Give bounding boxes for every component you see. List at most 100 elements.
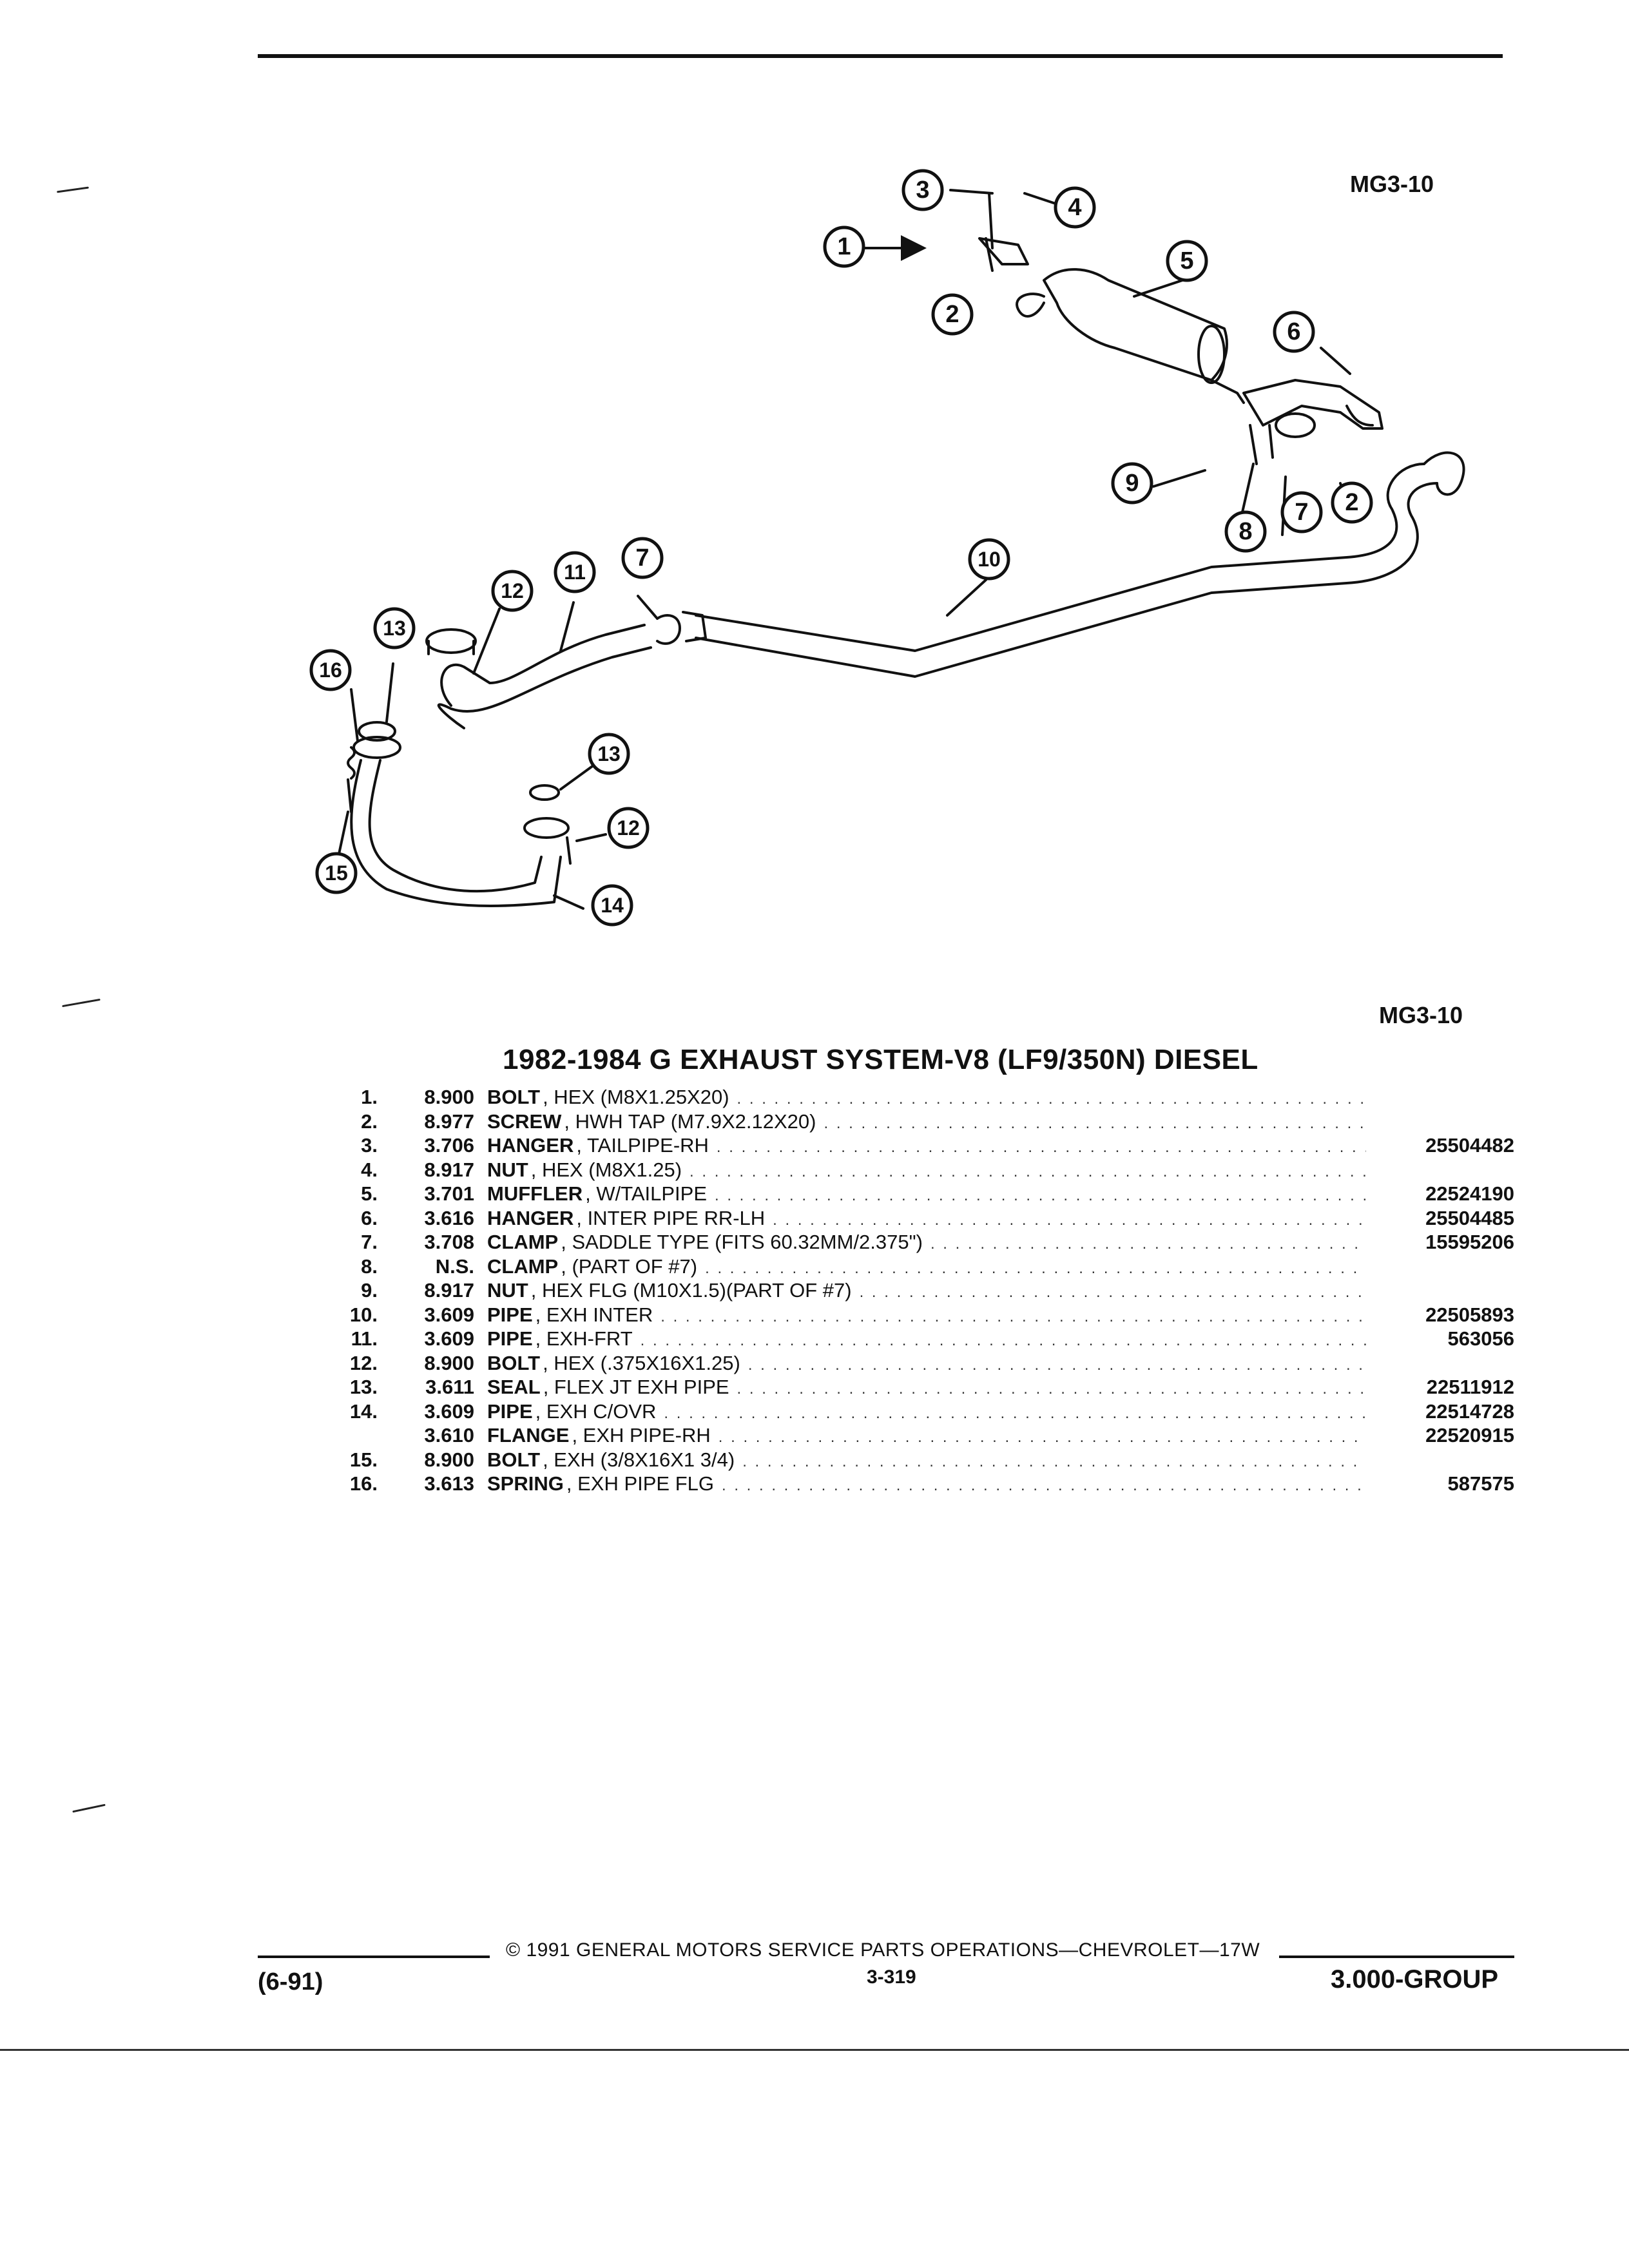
callout-7 <box>1280 491 1323 533</box>
callout-label: 16 <box>319 658 342 682</box>
part-number: 4. <box>361 1158 378 1181</box>
callout-label: 10 <box>978 548 1001 571</box>
part-catalog-number: 563056 <box>1447 1327 1514 1350</box>
part-number: 16. <box>349 1472 378 1495</box>
part-description: NUT, HEX FLG (M10X1.5)(PART OF #7). . . … <box>487 1279 1366 1302</box>
part-description: CLAMP, (PART OF #7). . . . . . . . . . .… <box>487 1255 1366 1278</box>
part-number: 3. <box>361 1134 378 1157</box>
part-group: N.S. <box>435 1254 474 1278</box>
part-description: PIPE, EXH C/OVR. . . . . . . . . . . . .… <box>487 1400 1366 1423</box>
part-group: 3.706 <box>424 1134 474 1157</box>
callout-14 <box>591 884 633 927</box>
part-description: PIPE, EXH-FRT . . . . . . . . . . . . . .… <box>487 1327 1366 1350</box>
leader-dots: . . . . . . . . . . . . . . . . . . . . … <box>737 1380 1366 1398</box>
callout-label: 11 <box>564 561 586 584</box>
leader-dots: . . . . . . . . . . . . . . . . . . . . … <box>689 1162 1366 1180</box>
part-description: BOLT, HEX (.375X16X1.25). . . . . . . . … <box>487 1352 1366 1375</box>
hanger-tailpipe <box>978 192 1029 265</box>
part-desc-detail: , SADDLE TYPE (FITS 60.32MM/2.375") <box>561 1231 923 1253</box>
part-group: 8.900 <box>424 1086 474 1108</box>
part-group: 3.609 <box>424 1327 474 1350</box>
part-name: BOLT <box>487 1351 541 1374</box>
part-name: FLANGE <box>487 1424 570 1446</box>
pipe-exh-frt-edge <box>437 646 652 729</box>
part-name: PIPE <box>487 1303 533 1326</box>
part-catalog-number: 22524190 <box>1425 1182 1514 1205</box>
part-group: 3.610 <box>424 1424 474 1446</box>
leader-dots: . . . . . . . . . . . . . . . . . . . . … <box>824 1114 1366 1132</box>
part-row: 3. 3.706 HANGER, TAILPIPE-RH. . . . . . . … <box>335 1134 1514 1158</box>
top-rule <box>258 54 1503 58</box>
part-name: SCREW <box>487 1110 562 1133</box>
callout-label: 9 <box>1125 470 1139 497</box>
leader-dots: . . . . . . . . . . . . . . . . . . . . … <box>716 1139 1366 1156</box>
leader-dots: . . . . . . . . . . . . . . . . . . . . … <box>773 1211 1366 1229</box>
part-number: 11. <box>351 1327 378 1350</box>
callout-label: 1 <box>837 233 851 260</box>
callout-label: 8 <box>1239 518 1252 545</box>
part-description: SPRING, EXH PIPE FLG. . . . . . . . . . … <box>487 1472 1366 1495</box>
part-desc-detail: , TAILPIPE-RH <box>576 1134 709 1157</box>
part-group: 8.917 <box>424 1279 474 1302</box>
part-desc-detail: , EXH-FRT <box>535 1327 633 1350</box>
leader-dots: . . . . . . . . . . . . . . . . . . . . … <box>640 1332 1366 1349</box>
part-number: 6. <box>361 1206 378 1229</box>
part-catalog-number: 25504482 <box>1425 1134 1514 1157</box>
part-desc-detail: , EXH C/OVR <box>535 1399 657 1423</box>
part-group: 3.616 <box>424 1206 474 1229</box>
part-desc-detail: , EXH PIPE FLG <box>566 1472 714 1495</box>
callout-label: 6 <box>1287 318 1300 345</box>
part-number: 9. <box>361 1279 378 1302</box>
leader-dots: . . . . . . . . . . . . . . . . . . . . … <box>705 1259 1366 1277</box>
footer-rule <box>1279 1956 1514 1958</box>
part-description: SEAL, FLEX JT EXH PIPE. . . . . . . . . … <box>487 1376 1366 1399</box>
callout-label: 3 <box>916 177 929 204</box>
callout-label: 15 <box>325 861 348 885</box>
part-number: 14. <box>349 1399 378 1423</box>
page-title: 1982-1984 G EXHAUST SYSTEM-V8 (LF9/350N)… <box>503 1044 1258 1075</box>
part-description: BOLT, HEX (M8X1.25X20). . . . . . . . . … <box>487 1086 1366 1109</box>
part-group: 3.701 <box>424 1182 474 1205</box>
part-desc-detail: , HEX (M8X1.25) <box>530 1158 682 1181</box>
leader-dots: . . . . . . . . . . . . . . . . . . . . … <box>737 1090 1366 1108</box>
part-group: 3.613 <box>424 1472 474 1495</box>
part-name: PIPE <box>487 1327 533 1350</box>
exhaust-system-diagram: 1 2 3 4 5 6 7 2 8 9 10 7 11 12 13 16 13 … <box>309 169 1465 927</box>
part-number: 5. <box>361 1182 378 1205</box>
leader-dots: . . . . . . . . . . . . . . . . . . . . … <box>930 1235 1366 1253</box>
part-desc-detail: , HWH TAP (M7.9X2.12X20) <box>564 1110 816 1133</box>
part-group: 8.900 <box>424 1448 474 1471</box>
callout-label: 2 <box>945 301 959 328</box>
part-catalog-number: 15595206 <box>1425 1231 1514 1253</box>
pipe-exh-frt <box>440 624 646 707</box>
figure-code-bottom: MG3-10 <box>1379 1002 1463 1028</box>
part-desc-detail: , EXH (3/8X16X1 3/4) <box>543 1448 735 1471</box>
part-group: 8.917 <box>424 1158 474 1181</box>
part-name: BOLT <box>487 1448 541 1471</box>
callout-5 <box>1166 240 1208 282</box>
part-name: HANGER <box>487 1206 574 1229</box>
leader-dots: . . . . . . . . . . . . . . . . . . . . … <box>747 1356 1366 1374</box>
part-desc-detail: , EXH PIPE-RH <box>572 1424 711 1446</box>
part-description: HANGER, TAILPIPE-RH. . . . . . . . . . .… <box>487 1134 1366 1157</box>
callout-8 <box>1224 510 1267 553</box>
part-row: 3.610 FLANGE, EXH PIPE-RH . . . . . . . . … <box>335 1424 1514 1448</box>
leader-dots: . . . . . . . . . . . . . . . . . . . . … <box>742 1452 1366 1470</box>
leader-dots: . . . . . . . . . . . . . . . . . . . . … <box>718 1428 1366 1446</box>
callout-6 <box>1273 311 1315 353</box>
footer-date: (6-91) <box>258 1968 323 1995</box>
leader-dots: . . . . . . . . . . . . . . . . . . . . … <box>715 1187 1366 1204</box>
part-number: 10. <box>349 1303 378 1326</box>
callout-7b <box>621 537 664 579</box>
scan-mark <box>72 1803 106 1813</box>
part-desc-detail: , (PART OF #7) <box>561 1254 698 1278</box>
spring <box>347 746 356 780</box>
